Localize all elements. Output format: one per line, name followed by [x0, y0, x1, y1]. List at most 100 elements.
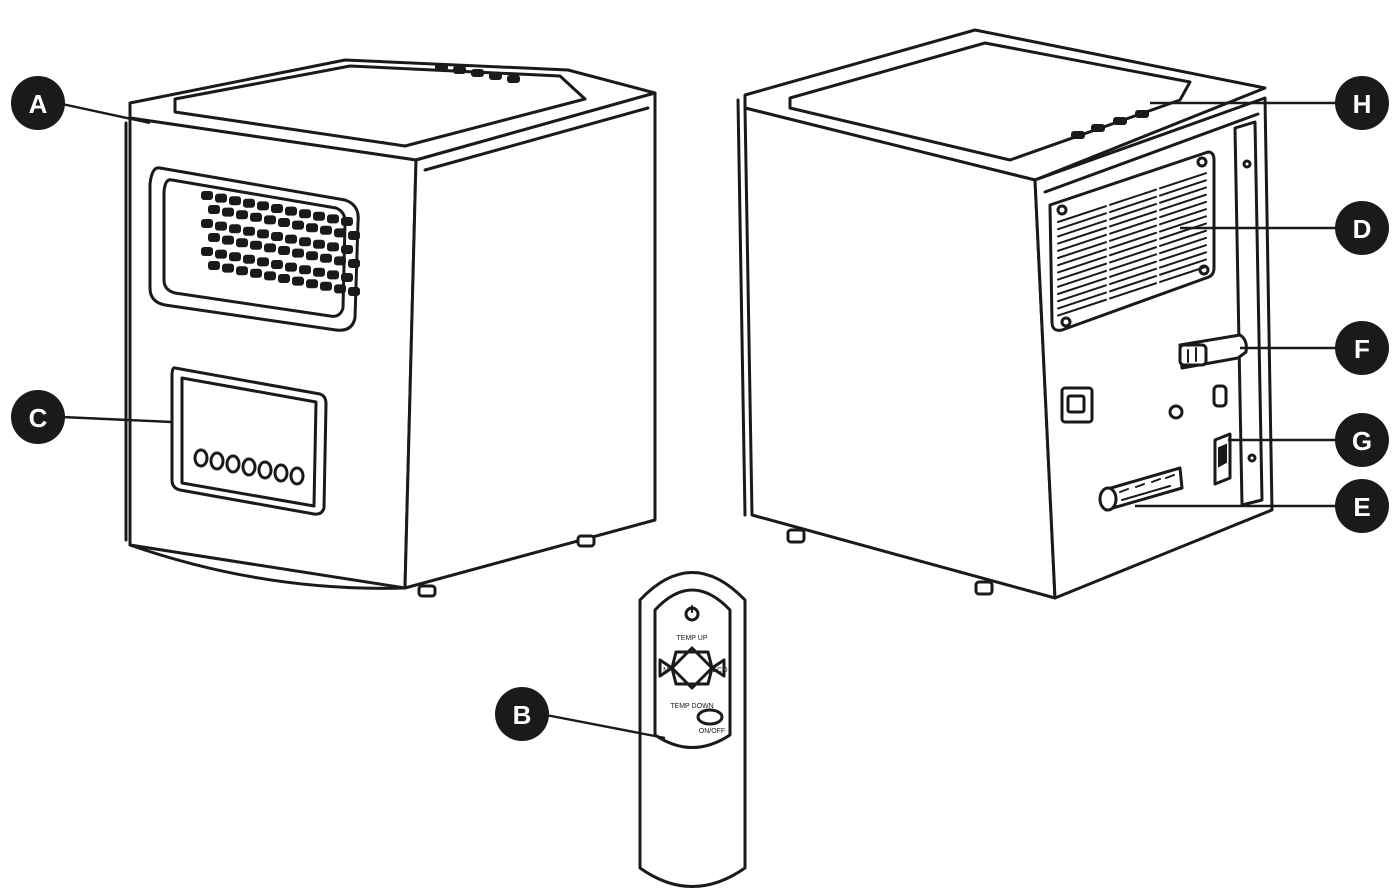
- vent-slat: [1057, 277, 1107, 295]
- vent-slat: [1057, 248, 1107, 267]
- callout-letter: F: [1354, 334, 1370, 364]
- grille-cell: [348, 231, 360, 240]
- vent-slat: [1159, 179, 1207, 197]
- grille-cell: [215, 193, 227, 203]
- grille-cell: [341, 217, 353, 226]
- vent-slat: [1109, 260, 1157, 278]
- vent-slat: [1109, 217, 1157, 235]
- rear-outlet: [1060, 386, 1094, 424]
- grille-cell: [327, 214, 339, 224]
- panel-button: [257, 460, 273, 480]
- vent-slat: [1109, 231, 1157, 250]
- grille-cell: [222, 207, 234, 217]
- grille-cell: [229, 224, 241, 234]
- callout-A: A: [11, 76, 65, 130]
- vent-slat: [1159, 215, 1207, 233]
- vent-slat: [1109, 210, 1157, 228]
- vent-slat: [1109, 246, 1157, 264]
- callout-G: G: [1335, 413, 1389, 467]
- callout-letter: G: [1352, 426, 1372, 456]
- panel-button: [193, 448, 209, 468]
- vent-slat: [1159, 251, 1207, 269]
- vent-slat: [1109, 188, 1157, 206]
- grille-cell: [285, 262, 297, 272]
- callout-letter: D: [1353, 214, 1372, 244]
- grille-cell: [327, 270, 339, 280]
- vent-slat: [1159, 186, 1207, 204]
- vent-slat: [1159, 193, 1207, 211]
- back-heater: [736, 28, 1274, 600]
- callout-letter: E: [1353, 492, 1370, 522]
- grille-cell: [327, 242, 339, 252]
- remote-left-label: M: [663, 667, 669, 674]
- rear-vent: [1048, 150, 1216, 332]
- grille-cell: [208, 233, 220, 242]
- vent-slat: [1057, 269, 1107, 288]
- callout-B: B: [495, 687, 549, 741]
- grille-cell: [222, 235, 234, 245]
- grille-cell: [292, 220, 304, 230]
- grille-cell: [334, 228, 346, 238]
- vent-slat: [1159, 222, 1207, 240]
- callout-letter: B: [513, 700, 532, 730]
- grille-cell: [236, 238, 248, 248]
- grille-cell: [257, 257, 269, 267]
- grille-cell: [320, 253, 332, 263]
- remote-dpad: [658, 646, 726, 690]
- grille-cell: [257, 229, 269, 239]
- grille-cell: [271, 260, 283, 269]
- vent-slat: [1159, 229, 1207, 247]
- vent-slat: [1057, 205, 1107, 223]
- callout-letter: C: [29, 403, 48, 433]
- panel-button: [209, 451, 225, 471]
- grille-cell: [299, 209, 311, 219]
- grille-cell: [243, 198, 255, 208]
- remote-on-off-button: [696, 708, 724, 726]
- grille-cell: [334, 284, 346, 294]
- vent-slat: [1159, 236, 1207, 255]
- cord-wrap: [1098, 466, 1184, 512]
- on-off-label: ON/OFF: [699, 728, 725, 735]
- callout-F: F: [1335, 321, 1389, 375]
- vent-slat: [1109, 239, 1157, 257]
- vent-slat: [1057, 284, 1107, 303]
- grille-cell: [285, 206, 297, 216]
- grille-cell: [271, 232, 283, 241]
- front-grille: [148, 166, 360, 332]
- vent-slat: [1159, 208, 1207, 226]
- panel-button: [241, 457, 257, 477]
- callout-letter: A: [29, 89, 48, 119]
- vent-slat: [1057, 255, 1107, 274]
- grille-cell: [208, 261, 220, 270]
- front-heater: [124, 58, 657, 598]
- main-power-switch: [1213, 432, 1232, 486]
- vent-slat: [1057, 226, 1107, 245]
- callout-D: D: [1335, 201, 1389, 255]
- vent-slat: [1159, 244, 1207, 262]
- grille-cell: [341, 273, 353, 282]
- grille-cell: [313, 239, 325, 249]
- vent-slat: [1109, 253, 1157, 271]
- grille-cell: [292, 248, 304, 258]
- vent-slat: [1057, 241, 1107, 259]
- grille-cell: [306, 251, 318, 261]
- grille-cell: [278, 246, 290, 255]
- vent-slat: [1159, 258, 1207, 276]
- temp-down-label: TEMP DOWN: [670, 703, 713, 710]
- grille-cell: [257, 201, 269, 211]
- vent-slat: [1159, 200, 1207, 219]
- panel-button: [289, 466, 305, 486]
- grille-cell: [306, 279, 318, 289]
- grille-cell: [215, 221, 227, 231]
- grille-cell: [264, 271, 276, 281]
- vent-slat: [1159, 265, 1207, 283]
- fuse-holder: [1178, 333, 1248, 370]
- grille-cell: [348, 259, 360, 268]
- grille-cell: [292, 276, 304, 286]
- grille-cell: [348, 287, 360, 296]
- vent-slat: [1159, 172, 1207, 190]
- panel-button: [225, 454, 241, 474]
- vent-slat: [1057, 219, 1107, 238]
- vent-slat: [1057, 298, 1107, 317]
